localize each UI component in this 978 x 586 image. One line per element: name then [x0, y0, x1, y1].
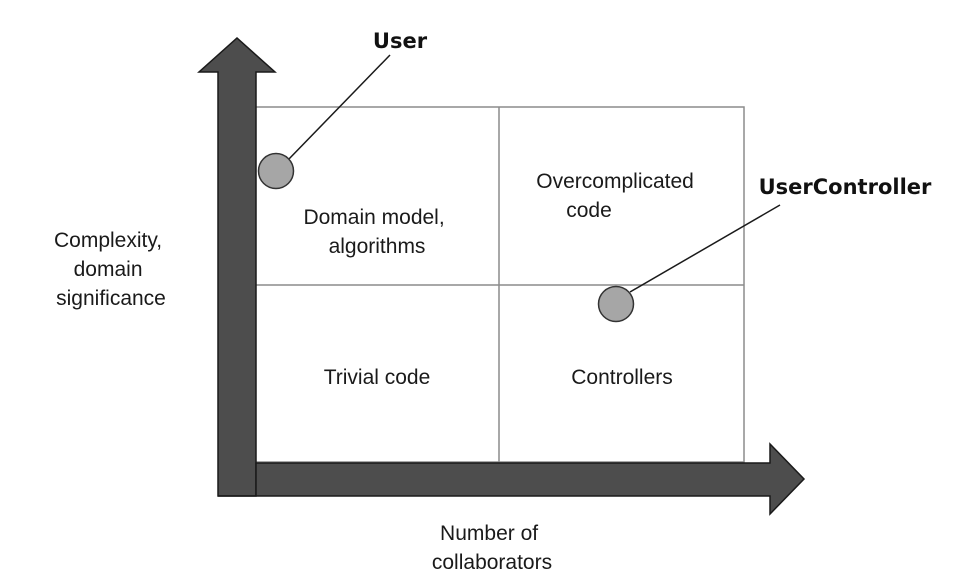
y-axis-label: Complexity, domain significance [54, 229, 168, 310]
quadrant-top-left-line: algorithms [329, 235, 426, 258]
quadrant-bottom-left-line: Trivial code [324, 366, 431, 389]
x-axis-label-line: Number of [440, 522, 538, 545]
user-marker [257, 152, 295, 190]
quadrant-bottom-right-label: Controllers [571, 366, 673, 389]
y-axis-label-line: domain [74, 258, 143, 281]
quadrant-top-left-line: Domain model, [303, 206, 444, 229]
user-controller-callout-line [629, 204, 781, 293]
quadrant-top-right-line: code [566, 199, 612, 222]
quadrant-top-left-label: Domain model, algorithms [303, 206, 450, 258]
user-callout-line [287, 54, 391, 161]
quadrant-top-right-line: Overcomplicated [536, 170, 694, 193]
y-axis-label-line: significance [56, 287, 166, 310]
user-controller-marker [597, 285, 635, 323]
x-axis-arrow [218, 442, 806, 516]
user-controller-callout-label: UserController [759, 175, 932, 199]
x-axis-label-line: collaborators [432, 551, 552, 574]
user-callout-label: User [373, 29, 428, 53]
y-axis-arrow [197, 36, 277, 497]
y-axis-label-line: Complexity, [54, 229, 162, 252]
x-axis-label: Number of collaborators [432, 522, 552, 574]
quadrant-bottom-left-label: Trivial code [324, 366, 431, 389]
quadrant-bottom-right-line: Controllers [571, 366, 673, 389]
quadrant-top-right-label: Overcomplicated code [536, 170, 699, 222]
quadrant-grid [254, 106, 745, 463]
